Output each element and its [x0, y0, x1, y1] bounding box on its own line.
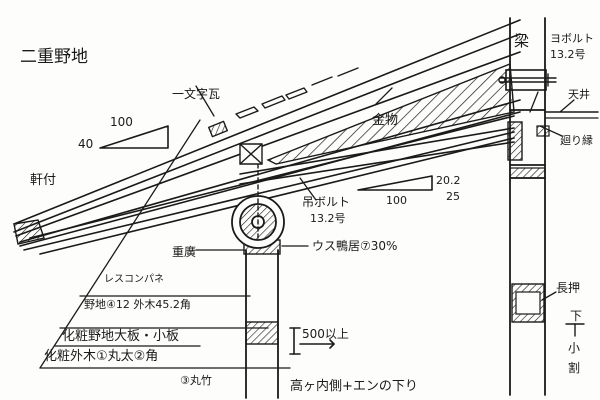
roof-tiles	[208, 67, 359, 138]
hatched-fitting-band	[266, 63, 515, 165]
roof-lower-layers	[23, 115, 515, 255]
label-side-height: 500以上	[302, 327, 349, 341]
label-nokiura: 軒付	[30, 173, 56, 188]
label-bolt-top-1: ヨボルト	[550, 32, 594, 45]
label-bolt-top-2: 13.2号	[550, 48, 586, 61]
label-suspension-bolt-2: 13.2号	[310, 212, 346, 225]
slope-triangle-main	[99, 125, 169, 149]
nageshi-inner	[515, 291, 541, 315]
wall-base-block	[509, 167, 546, 179]
label-layer-1: 野地④12 外木45.2角	[84, 298, 191, 311]
slope-lower-run: 100	[386, 194, 407, 207]
diagram-title: 二重野地	[20, 47, 88, 67]
label-usu-kamoi: ウス鴨居⑦30%	[312, 239, 397, 253]
slope-triangle-lower	[357, 175, 433, 191]
label-ridge-beam: 梁	[514, 32, 529, 50]
label-kanagu: 金物	[372, 112, 398, 128]
label-side-section-2: 小	[568, 341, 580, 355]
ridge-beam-block	[505, 69, 547, 91]
label-side-section-1: 下	[570, 309, 582, 323]
slope-lower-rise2: 25	[446, 190, 460, 203]
label-shigeta: 重廣	[172, 245, 196, 259]
beam-joint-block	[507, 121, 523, 161]
label-ichimonji: 一文字瓦	[172, 86, 220, 101]
label-layer-3a: 化粧外木①丸太②角	[44, 349, 158, 364]
label-layer-2: 化粧野地大板・小板	[62, 329, 179, 344]
leader-lines	[39, 85, 575, 369]
slope-lower-rise1: 20.2	[436, 174, 461, 187]
height-dimension	[289, 327, 335, 355]
side-dimension	[565, 323, 585, 337]
column-band	[245, 321, 279, 345]
mawaribuchi-block	[536, 125, 550, 137]
label-mawaribuchi: 廻り縁	[560, 133, 593, 147]
slope-main-run: 100	[110, 115, 133, 129]
label-ceiling: 天井	[568, 87, 590, 101]
top-bolt	[498, 73, 557, 87]
slope-main-rise: 40	[78, 137, 93, 151]
label-suspension-bolt-1: 吊ボルト	[302, 195, 350, 209]
label-nageshi: 長押	[556, 281, 580, 295]
label-side-section-3: 割	[568, 360, 580, 375]
label-bottom-note: 高ヶ内側+エンの下り	[290, 378, 418, 394]
label-ridge-note: レスコンパネ	[104, 273, 164, 285]
suspension-bolt	[239, 143, 263, 241]
right-wall	[509, 17, 546, 396]
eaves-end	[13, 219, 45, 245]
label-layer-3b: ③丸竹	[180, 373, 212, 387]
